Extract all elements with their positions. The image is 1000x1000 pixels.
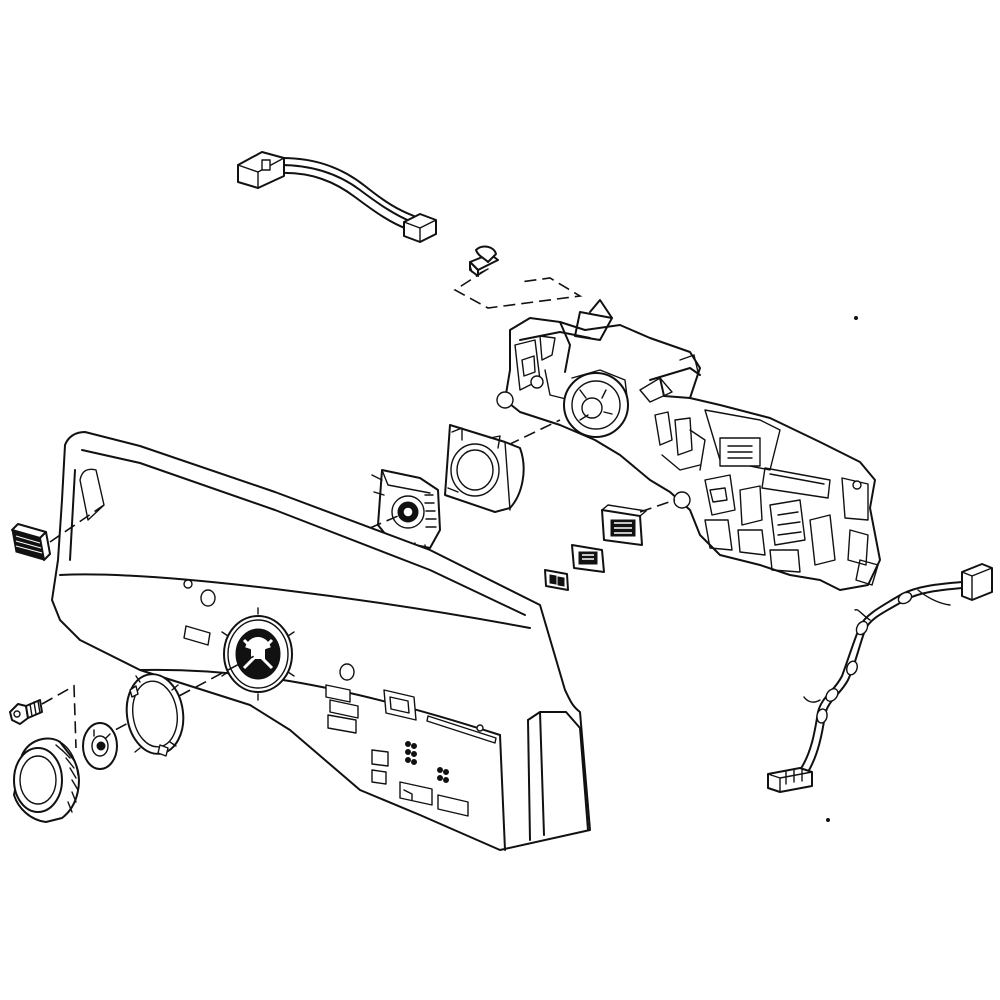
connector-right [403,213,437,243]
slider-slot [426,715,497,744]
stray-mark [826,818,830,822]
screw-to-knob-leader [41,684,77,749]
start-buttons [399,781,469,817]
selector-knob [13,737,80,823]
display-leader-line [639,499,676,513]
knob-screw [9,699,43,725]
connector-bottom [767,767,813,793]
indicator-led [544,569,569,591]
option-buttons [325,684,389,785]
end-button-leader-line [49,504,105,543]
encoder-housing [444,424,525,513]
stray-mark [854,316,858,320]
control-board-assembly [496,299,881,591]
mounting-screw-upper [469,245,499,277]
end-button [11,523,51,561]
knob-adapter [82,722,118,770]
indicator-dots [405,741,449,783]
knob-trim-ring [125,673,185,757]
rotary-encoder [371,469,441,553]
encoder-leader-line [369,515,399,529]
wire-harness-upper [237,151,437,243]
led-display-module [601,504,647,546]
console-panel [51,431,591,851]
housing-leader-line [507,419,561,446]
connector-left [237,151,285,189]
status-display [383,689,417,721]
connector-top-right [961,563,993,601]
wire-harness-lower [767,563,993,793]
dial-window [221,607,295,701]
screw-leader-line [453,269,583,309]
display-window [571,544,605,573]
knob-leader-line [99,653,259,739]
